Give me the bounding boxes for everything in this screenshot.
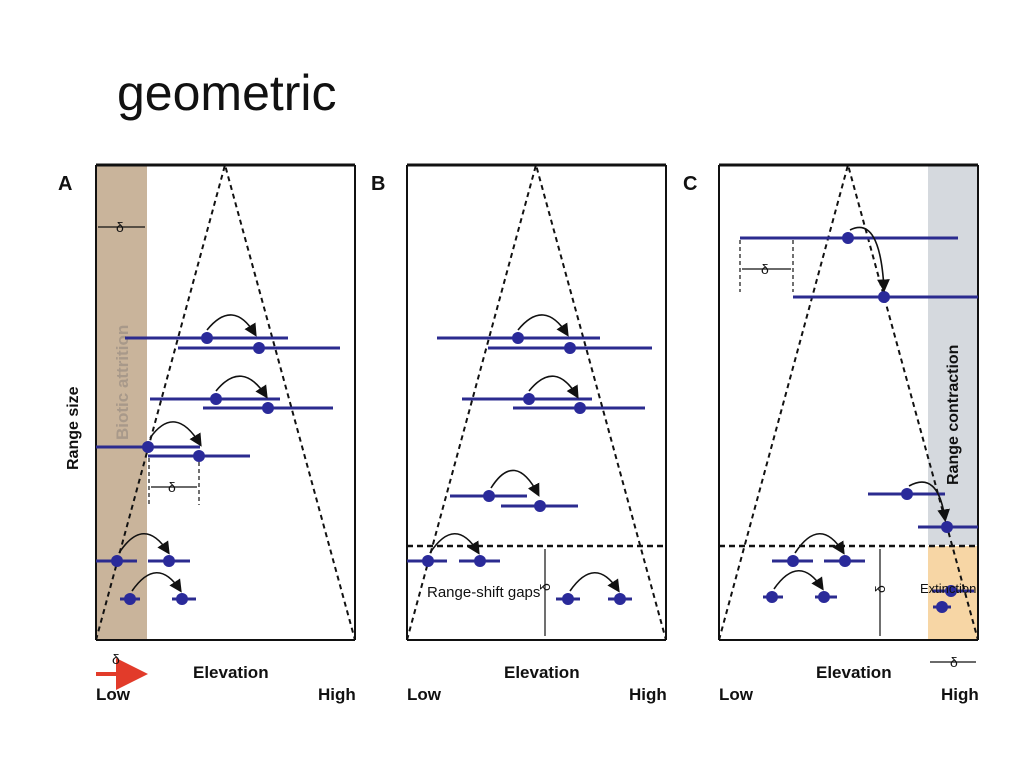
x-axis-label: Elevation xyxy=(193,663,269,682)
delta-symbol: δ xyxy=(872,585,888,593)
range-shift-gaps-label: Range-shift gaps xyxy=(427,584,540,601)
range-midpoint-dot xyxy=(262,402,274,414)
x-axis-low: Low xyxy=(96,685,131,704)
range-midpoint-dot xyxy=(111,555,123,567)
extinction-label: Extinction xyxy=(920,581,976,596)
biotic-attrition-label: Biotic attrition xyxy=(113,325,132,440)
range-midpoint-dot xyxy=(483,490,495,502)
x-axis-high: High xyxy=(941,685,979,704)
range-midpoint-dot xyxy=(201,332,213,344)
x-axis-label: Elevation xyxy=(816,663,892,682)
delta-symbol: δ xyxy=(537,583,553,591)
range-midpoint-dot xyxy=(534,500,546,512)
range-midpoint-dot xyxy=(901,488,913,500)
range-midpoint-dot xyxy=(941,521,953,533)
shift-arrows-c xyxy=(773,226,950,591)
range-midpoint-dot xyxy=(193,450,205,462)
range-midpoint-dot xyxy=(564,342,576,354)
panel-letter-b: B xyxy=(371,173,385,195)
slide-title: geometric xyxy=(117,65,337,121)
range-midpoint-dot xyxy=(818,591,830,603)
range-bars-b xyxy=(407,336,652,601)
range-midpoint-dot xyxy=(614,593,626,605)
shift-arrow xyxy=(528,375,579,399)
shift-arrows-a xyxy=(118,314,268,593)
shift-arrow xyxy=(908,481,950,523)
triangle-outline xyxy=(95,161,356,641)
range-midpoint-dot xyxy=(562,593,574,605)
range-midpoint-dot xyxy=(176,593,188,605)
x-axis-low: Low xyxy=(719,685,754,704)
range-midpoint-dot xyxy=(878,291,890,303)
range-midpoint-dot xyxy=(574,402,586,414)
range-dots-a xyxy=(111,332,274,605)
y-axis-label: Range size xyxy=(65,386,82,470)
range-midpoint-dot xyxy=(210,393,222,405)
x-axis-label: Elevation xyxy=(504,663,580,682)
range-midpoint-dot xyxy=(936,601,948,613)
x-axis-low: Low xyxy=(407,685,442,704)
panel-c: C Range contraction xyxy=(683,161,979,704)
shift-arrow xyxy=(490,469,540,497)
delta-symbol: δ xyxy=(168,479,176,495)
delta-symbol: δ xyxy=(761,261,769,277)
range-dots-b xyxy=(422,332,626,605)
shift-arrow xyxy=(149,421,202,447)
delta-symbol: δ xyxy=(116,219,124,235)
shift-arrow xyxy=(849,226,890,293)
range-midpoint-dot xyxy=(124,593,136,605)
range-midpoint-dot xyxy=(766,591,778,603)
range-midpoint-dot xyxy=(512,332,524,344)
range-midpoint-dot xyxy=(787,555,799,567)
range-contraction-label: Range contraction xyxy=(945,345,962,485)
range-contraction-band xyxy=(928,165,978,545)
range-midpoint-dot xyxy=(842,232,854,244)
shift-arrow xyxy=(794,533,845,555)
range-midpoint-dot xyxy=(163,555,175,567)
panel-letter-a: A xyxy=(58,173,72,195)
range-midpoint-dot xyxy=(839,555,851,567)
x-axis-high: High xyxy=(629,685,667,704)
delta-gap-marker xyxy=(148,458,200,505)
panel-b: B xyxy=(371,161,667,704)
shift-arrow xyxy=(429,533,480,555)
shift-arrow xyxy=(517,314,569,337)
range-dots-c xyxy=(766,232,957,613)
shift-arrow xyxy=(773,570,824,591)
range-midpoint-dot xyxy=(253,342,265,354)
x-axis-high: High xyxy=(318,685,356,704)
panel-a: A Biotic attrition δ xyxy=(58,161,356,704)
range-midpoint-dot xyxy=(474,555,486,567)
shift-arrow xyxy=(118,533,170,555)
delta-gap-marker xyxy=(739,240,794,292)
range-midpoint-dot xyxy=(142,441,154,453)
shift-arrow xyxy=(131,572,182,593)
range-midpoint-dot xyxy=(523,393,535,405)
panel-letter-c: C xyxy=(683,173,697,195)
shift-arrow xyxy=(206,314,257,337)
delta-symbol: δ xyxy=(950,654,958,670)
triangle-outline xyxy=(406,161,667,641)
shift-arrow xyxy=(215,375,268,399)
shift-arrows-b xyxy=(429,314,620,593)
range-midpoint-dot xyxy=(422,555,434,567)
shift-arrow xyxy=(569,572,620,593)
delta-symbol: δ xyxy=(112,651,120,667)
range-midpoint-dot xyxy=(945,585,957,597)
triangle-outline xyxy=(718,161,979,641)
